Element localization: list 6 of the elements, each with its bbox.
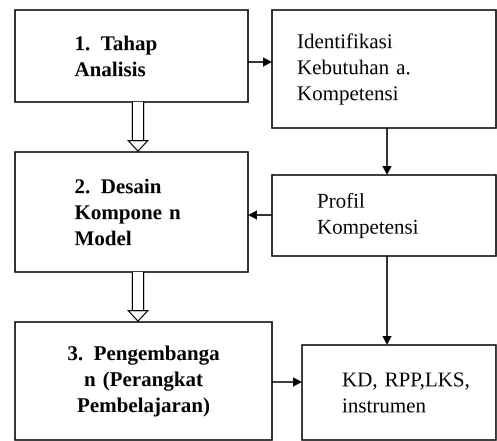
process-box: KD, RPP,LKS, instrumen — [301, 344, 497, 441]
stage-box: 3. Pengembanga n (Perangkat Pembelajaran) — [14, 321, 273, 441]
process-box: Identifikasi Kebutuhan a. Kompetensi — [271, 9, 497, 129]
stage-box: 1. Tahap Analisis — [14, 9, 249, 103]
process-box: Profil Kompetensi — [271, 174, 497, 257]
stage-box: 2. Desain Kompone n Model — [14, 151, 249, 273]
